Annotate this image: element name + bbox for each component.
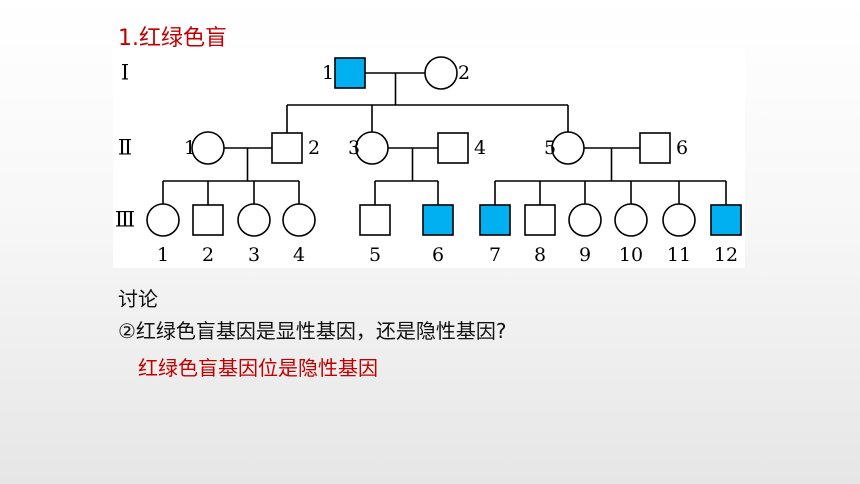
person-label-iii-7: 7	[489, 244, 501, 266]
person-iii-9-circle	[568, 203, 602, 237]
person-ii-4-square	[437, 132, 469, 164]
person-iii-11-circle	[662, 203, 696, 237]
person-i-2-circle	[424, 56, 458, 90]
generation-label-2: Ⅱ	[118, 136, 132, 160]
person-iii-1-circle	[146, 203, 180, 237]
person-label-iii-1: 1	[157, 244, 169, 266]
person-label-iii-11: 11	[667, 244, 691, 266]
person-label-iii-3: 3	[248, 244, 260, 266]
person-iii-4-circle	[282, 203, 316, 237]
person-label-iii-5: 5	[369, 244, 381, 266]
person-label-iii-12: 12	[714, 244, 738, 266]
person-ii-3-circle	[355, 131, 389, 165]
person-label-ii-5: 5	[544, 137, 556, 159]
person-label-iii-6: 6	[432, 244, 444, 266]
person-ii-1-circle	[191, 131, 225, 165]
discussion-answer: 红绿色盲基因位是隐性基因	[138, 356, 378, 380]
person-label-iii-4: 4	[293, 244, 305, 266]
person-ii-5-circle	[551, 131, 585, 165]
person-iii-10-circle	[614, 203, 648, 237]
person-iii-3-circle	[237, 203, 271, 237]
generation-label-3: Ⅲ	[115, 208, 135, 232]
person-ii-2-square	[271, 132, 303, 164]
person-label-ii-6: 6	[676, 137, 688, 159]
person-iii-6-square	[422, 204, 454, 236]
discussion-label: 讨论	[118, 287, 158, 311]
person-label-i-2: 2	[458, 62, 470, 84]
slide-title: 1.红绿色盲	[118, 26, 227, 51]
person-label-ii-4: 4	[474, 137, 486, 159]
person-iii-7-square	[479, 204, 511, 236]
person-iii-5-square	[359, 204, 391, 236]
person-label-ii-3: 3	[348, 137, 360, 159]
person-label-ii-2: 2	[308, 137, 320, 159]
person-label-iii-2: 2	[202, 244, 214, 266]
person-iii-2-square	[192, 204, 224, 236]
person-iii-12-square	[710, 204, 742, 236]
person-label-iii-8: 8	[534, 244, 546, 266]
discussion-question: ②红绿色盲基因是显性基因，还是隐性基因?	[118, 319, 507, 343]
person-ii-6-square	[639, 132, 671, 164]
person-iii-8-square	[524, 204, 556, 236]
person-label-iii-9: 9	[579, 244, 591, 266]
person-label-i-1: 1	[322, 62, 334, 84]
person-label-ii-1: 1	[184, 137, 196, 159]
person-label-iii-10: 10	[619, 244, 643, 266]
person-i-1-square	[334, 57, 366, 89]
generation-label-1: Ⅰ	[121, 61, 129, 85]
